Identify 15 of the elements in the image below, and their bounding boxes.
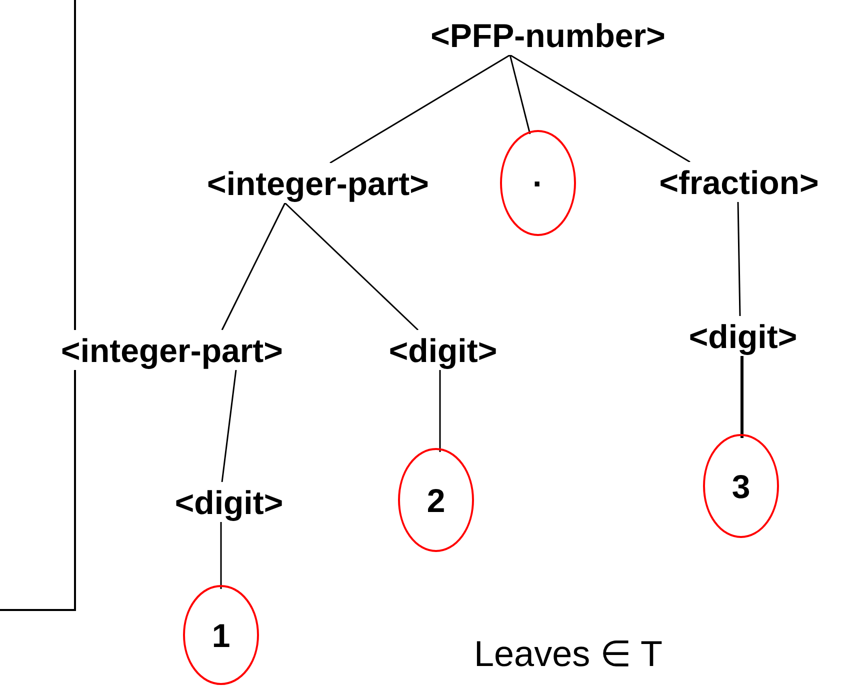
tree-edge bbox=[284, 202, 419, 331]
terminal-symbol: 3 bbox=[732, 470, 750, 502]
tree-edge bbox=[221, 202, 286, 330]
terminal-symbol: 2 bbox=[426, 484, 446, 516]
tree-edge bbox=[220, 522, 222, 589]
tree-edge bbox=[510, 54, 690, 163]
tree-edge bbox=[740, 356, 744, 438]
terminal-symbol: 1 bbox=[212, 618, 230, 652]
tree-edge bbox=[221, 370, 237, 482]
note-text: Leaves ∈ T bbox=[474, 636, 662, 672]
terminal-symbol: · bbox=[532, 166, 544, 200]
tree-edge bbox=[330, 54, 510, 164]
tree-edge bbox=[439, 370, 441, 452]
tree-edge bbox=[737, 202, 741, 316]
tree-edge bbox=[509, 54, 531, 134]
